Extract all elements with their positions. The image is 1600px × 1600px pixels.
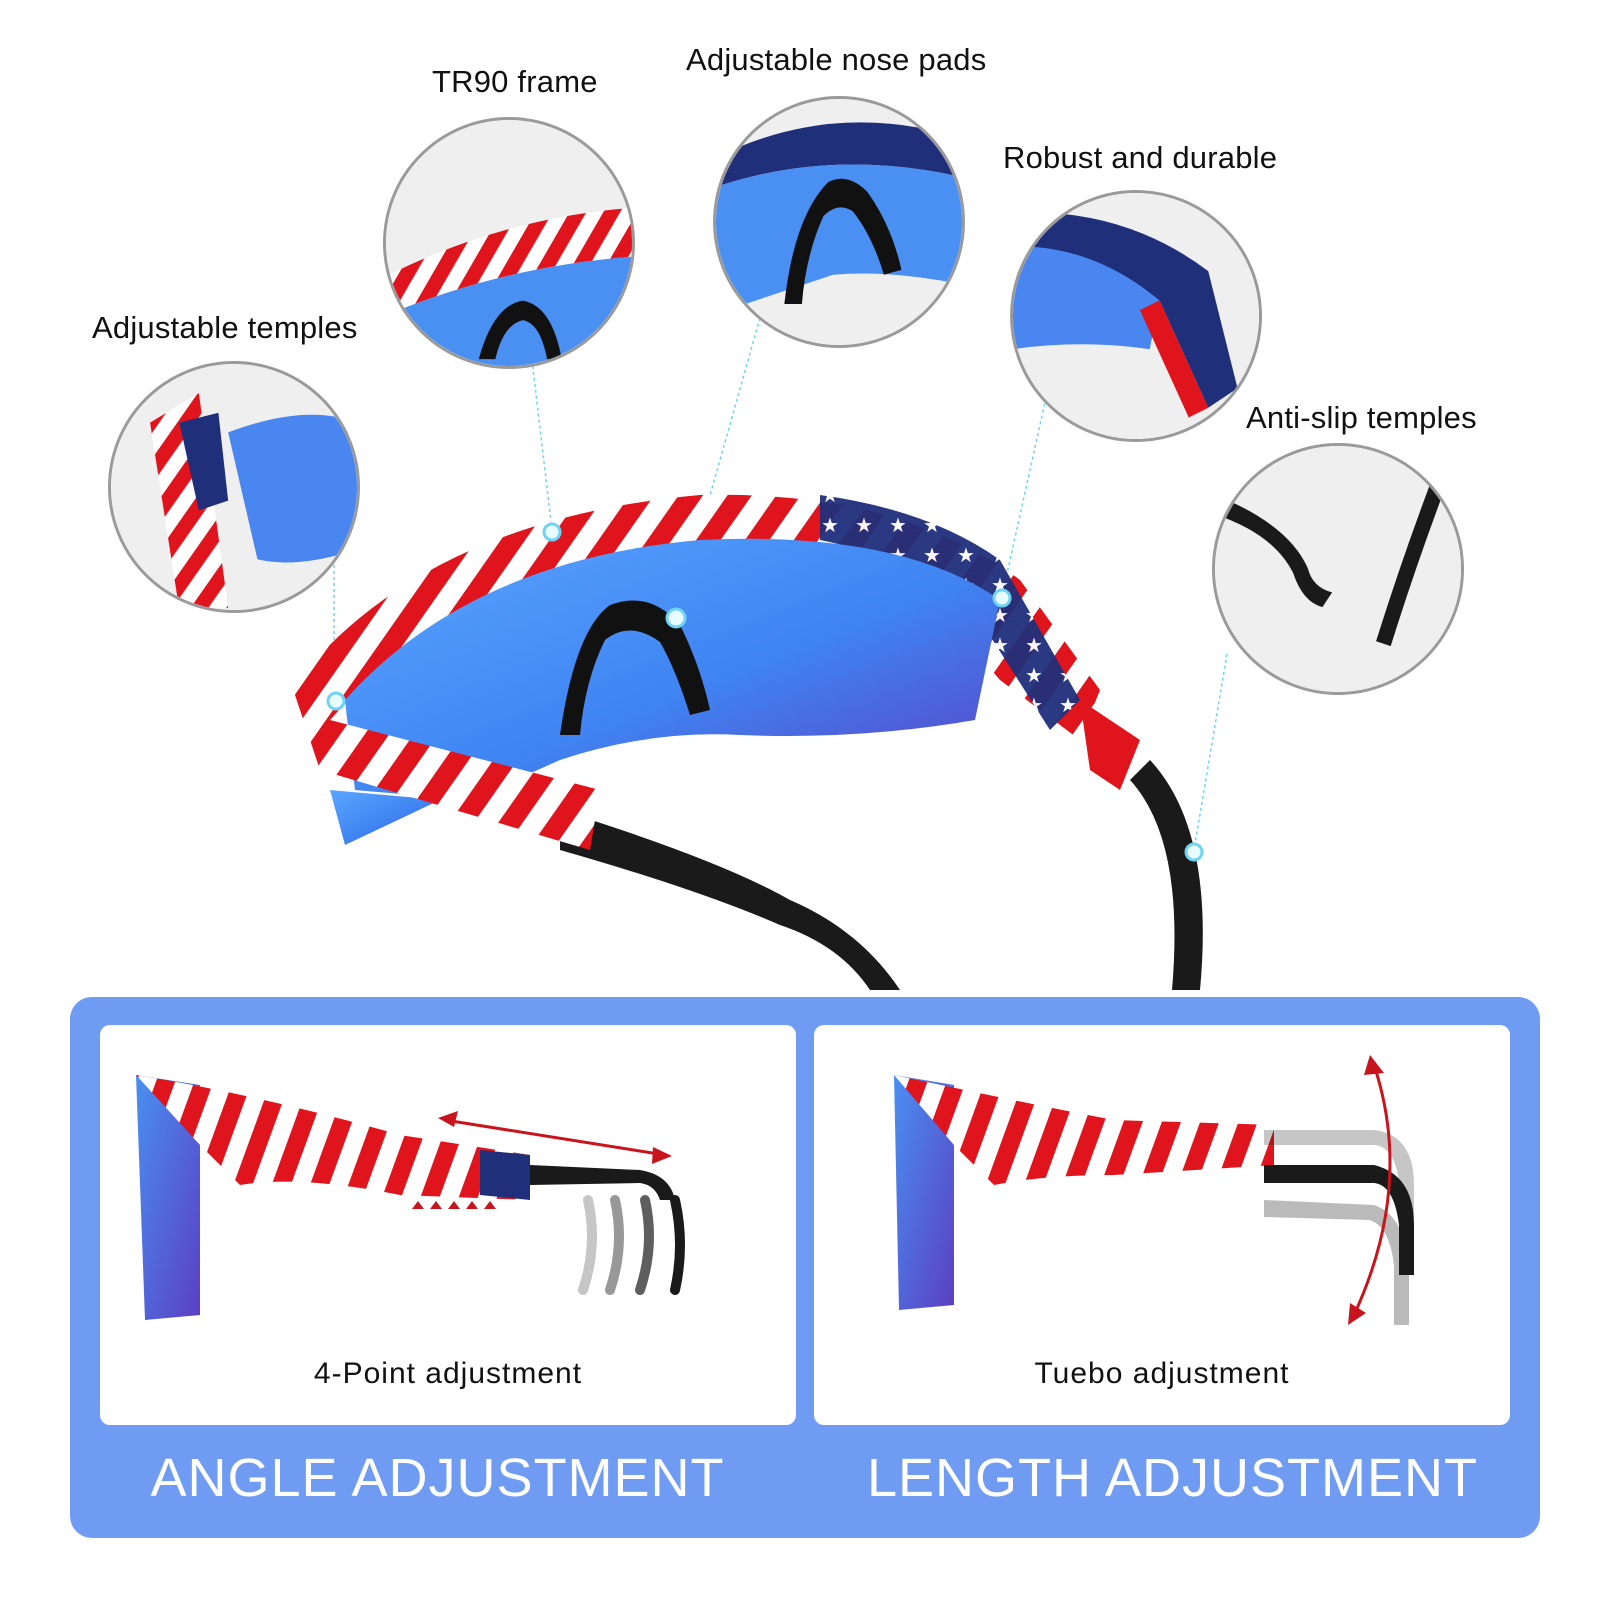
length-adjustment-image — [894, 1055, 1414, 1325]
label-anti-slip-temples: Anti-slip temples — [1246, 400, 1477, 435]
angle-adjustment-image — [136, 1075, 685, 1320]
label-adjustable-nose-pads: Adjustable nose pads — [686, 42, 987, 77]
zoom-adjustable-nose-pads — [713, 96, 965, 348]
sunglasses-product-image: ★ — [290, 317, 1228, 990]
double-arrow-icon — [438, 1111, 672, 1164]
zoom-tr90-frame — [383, 117, 635, 369]
zoom-anti-slip-temples — [1212, 443, 1464, 695]
angle-adjustment-title: ANGLE ADJUSTMENT — [150, 1448, 725, 1508]
angle-caption: 4-Point adjustment — [313, 1357, 583, 1390]
label-tr90-frame: TR90 frame — [432, 64, 598, 99]
zoom-robust-durable — [1010, 190, 1262, 442]
length-adjustment-title: LENGTH ADJUSTMENT — [866, 1448, 1479, 1508]
zoom-adjustable-temples — [108, 361, 360, 613]
adjustment-panel: 4-Point adjustment Tuebo adjustment ANGL… — [70, 997, 1540, 1538]
label-robust-durable: Robust and durable — [1003, 140, 1278, 175]
label-adjustable-temples: Adjustable temples — [92, 310, 358, 345]
length-caption: Tuebo adjustment — [1034, 1357, 1290, 1390]
curved-arrow-icon — [1348, 1055, 1392, 1325]
length-adjustment-card: Tuebo adjustment — [814, 1025, 1510, 1425]
angle-adjustment-card: 4-Point adjustment — [100, 1025, 796, 1425]
